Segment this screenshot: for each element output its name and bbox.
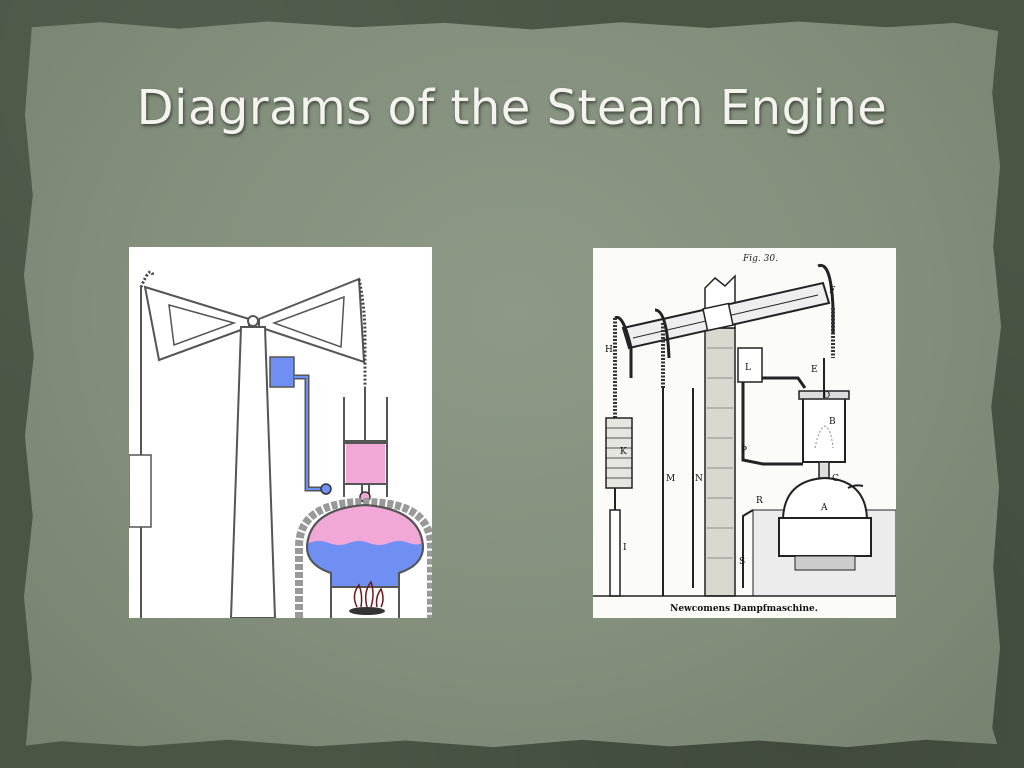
water-valve (320, 483, 332, 495)
label-M: M (666, 474, 675, 484)
beam-left-truss (168, 303, 237, 347)
label-I: I (623, 543, 627, 553)
steam-engine-schematic-diagram (128, 247, 435, 619)
support-column (229, 326, 277, 619)
slide-title: Diagrams of the Steam Engine (136, 80, 888, 136)
engraving-cylinder (802, 395, 846, 463)
engraving-caption: Newcomens Dampfmaschine. (670, 604, 818, 614)
water-pipe (294, 374, 329, 492)
figure-number: Fig. 30. (742, 254, 778, 264)
label-N: N (695, 474, 703, 484)
label-H: H (605, 345, 613, 355)
label-S: S (739, 557, 745, 567)
schematic-svg (128, 270, 435, 619)
engraving-column (704, 327, 736, 597)
left-chain (139, 270, 155, 288)
right-chain (357, 278, 367, 387)
engraving-boiler (781, 476, 869, 519)
engraving-svg: Fig. 30. (593, 254, 897, 614)
label-B: B (829, 417, 836, 427)
label-F: F (829, 286, 835, 296)
counterweight (605, 417, 633, 489)
label-D: D (823, 391, 830, 401)
label-R: R (756, 496, 763, 506)
fire-icon (353, 580, 384, 608)
beam-right-truss (271, 295, 345, 349)
boiler-brickwork (295, 497, 435, 618)
firebox (794, 555, 856, 571)
label-A: A (820, 503, 828, 513)
beam-bearing (702, 302, 734, 332)
arch-head-left (614, 315, 633, 378)
coal-bed (349, 607, 385, 615)
water-cistern (269, 356, 295, 388)
label-E: E (811, 365, 818, 375)
label-C: C (832, 474, 839, 484)
label-K: K (620, 447, 627, 457)
pump-weight (128, 454, 152, 528)
pump-barrel (609, 509, 621, 597)
water-cistern (737, 347, 763, 383)
piston (344, 440, 387, 444)
newcomen-engine-engraving: Fig. 30. (593, 248, 897, 618)
beam-pivot (247, 315, 259, 327)
label-P: P (741, 446, 747, 456)
label-L: L (745, 363, 751, 373)
cylinder-steam (346, 444, 385, 484)
boiler-water (307, 541, 423, 587)
arch-head-right (817, 263, 835, 333)
injection-pipe (741, 382, 803, 466)
beam-right-arm (258, 277, 366, 364)
